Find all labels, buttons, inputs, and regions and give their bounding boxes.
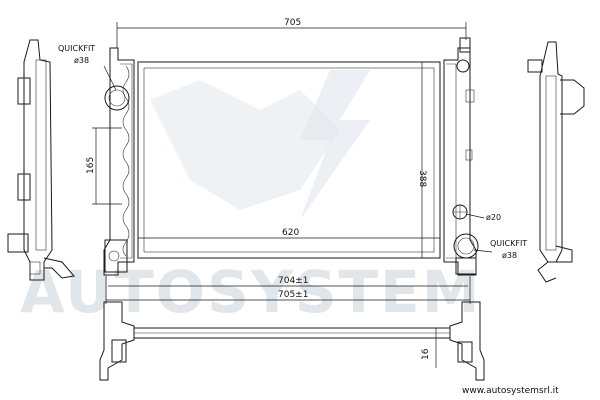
right-top-fitting [459,37,471,53]
left-side-body [23,39,53,281]
bottom-left-outlet [111,339,127,363]
front-view [103,37,479,276]
dim-16-label: 16 [421,348,431,360]
watermark-gear-shape [150,80,340,210]
quickfit-bottom-leader [473,249,493,253]
right-side-foot [537,261,557,283]
watermark-text: AUTOSYSTEM [20,258,482,326]
left-tank [103,47,135,276]
left-side-quickfit [17,77,31,105]
right-side-top-fitting [527,59,543,73]
right-bottom-bracket [455,257,477,275]
dim-705-label: 705 [284,18,301,28]
right-side-bracket [465,89,475,103]
left-side-view [7,39,75,281]
quickfit-top-port-inner [108,89,126,107]
left-tank-inner [120,63,133,259]
right-side-view [527,41,585,283]
right-side-core [545,75,557,251]
left-side-bracket [43,257,75,279]
right-side-quickfit [560,79,585,115]
bottom-right-tank [449,301,485,381]
bottom-right-outlet [457,341,473,363]
left-bracket-hole [108,250,120,262]
radiator-core-outline [137,61,441,259]
left-side-foot [29,261,41,275]
dim-388-label: 388 [417,170,427,187]
watermark: AUTOSYSTEM [20,70,482,326]
dim-704-label: 704±1 [278,276,308,286]
dim-165-label: 165 [86,157,96,174]
quickfit-top-leader [103,65,117,91]
connector-20-label: ø20 [486,213,501,222]
website-url: www.autosystemsrl.it [462,386,559,396]
connector-20-leader [465,213,485,219]
left-side-outlet [7,233,29,253]
dim-705-lower-label: 705±1 [278,290,308,300]
connector-20-cross [453,205,467,219]
right-side-lower-fitting [555,245,573,263]
bottom-view: 16 [99,301,485,381]
quickfit-bottom-label: QUICKFIT [490,239,527,248]
left-tank-profile [122,65,130,257]
watermark-bolt-shape [300,70,370,220]
right-tank-inner [446,63,457,259]
quickfit-bottom-port [453,233,479,259]
quickfit-top-dia: ø38 [74,56,89,65]
quickfit-top-port [104,85,130,111]
dim-620-label: 620 [282,228,299,238]
left-side-core [35,59,47,251]
radiator-core-inner [143,67,435,253]
left-bottom-bracket [104,239,128,273]
bottom-left-tank [99,301,135,381]
right-side-clip [465,149,473,161]
front-dimensions: 705 388 620 704±1 705±1 165 QUICKFIT ø38… [58,18,527,304]
quickfit-bottom-dia: ø38 [502,251,517,260]
right-side-body [539,41,563,263]
right-top-plug [456,59,470,73]
quickfit-bottom-port-inner [457,237,475,255]
quickfit-top-label: QUICKFIT [58,44,95,53]
left-side-lower-fitting [17,173,31,201]
